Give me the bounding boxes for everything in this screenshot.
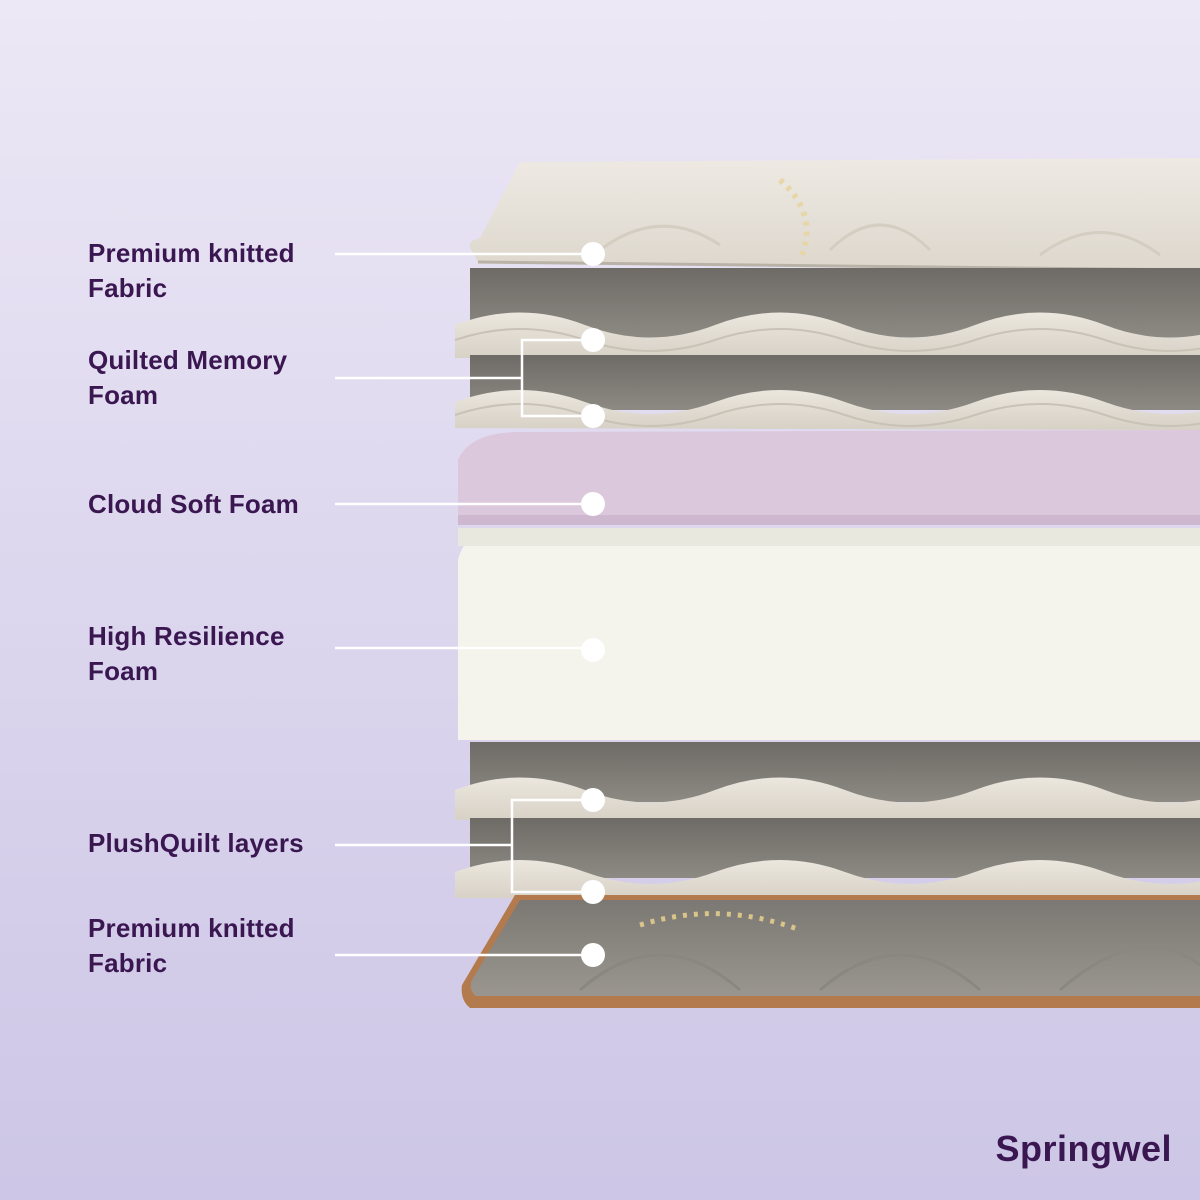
high-resilience-foam-layer: [458, 528, 1200, 740]
plushquilt-layer: [455, 742, 1200, 900]
brand-logo: Springwel: [995, 1128, 1172, 1169]
callout-dots: [581, 242, 605, 967]
label-bottom-fabric: Premium knitted Fabric: [88, 913, 295, 978]
dot-hr-foam: [581, 638, 605, 662]
label-memory-foam: Quilted Memory Foam: [88, 345, 288, 410]
callout-lines: [335, 252, 593, 957]
label-top-fabric: Premium knitted Fabric: [88, 238, 295, 303]
label-plushquilt: PlushQuilt layers: [88, 828, 304, 858]
dot-memory-foam-1: [581, 328, 605, 352]
dot-cloud-foam: [581, 492, 605, 516]
dot-memory-foam-2: [581, 404, 605, 428]
dot-bottom-fabric: [581, 943, 605, 967]
quilted-memory-foam-layer: [454, 268, 1200, 430]
dot-top-fabric: [581, 242, 605, 266]
label-cloud-foam: Cloud Soft Foam: [88, 489, 299, 519]
dot-plushquilt-2: [581, 880, 605, 904]
cloud-soft-foam-layer: [458, 430, 1200, 525]
dot-plushquilt-1: [581, 788, 605, 812]
label-hr-foam: High Resilience Foam: [88, 621, 285, 686]
bottom-fabric-layer: [461, 895, 1200, 1008]
